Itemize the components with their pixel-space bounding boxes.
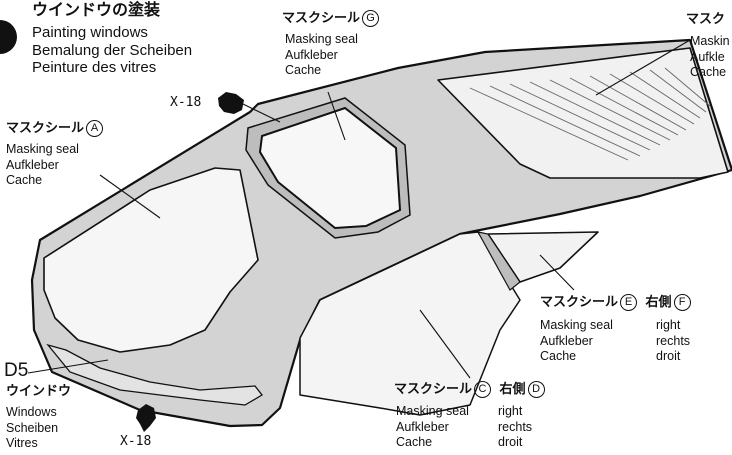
leader-a (99, 174, 161, 219)
circle-g-icon: G (362, 10, 380, 27)
paint-blob-top-icon (218, 92, 244, 114)
mask-e-lines: Masking seal Aufkleber Cache (540, 318, 613, 364)
leader-e (539, 254, 575, 291)
header-line-de: Bemalung der Scheiben (32, 41, 193, 59)
header-line-fr: Peinture des vitres (32, 59, 157, 77)
circle-a-icon: A (86, 120, 104, 137)
part-lines: Windows Scheiben Vitres (6, 405, 59, 451)
defroster-lines (469, 67, 711, 161)
mask-b-lines: Maskin Aufkle Cache (690, 34, 730, 80)
leader-d5 (27, 359, 109, 374)
mask-c-side-lines: right rechts droit (498, 404, 533, 450)
side-panel (299, 231, 521, 416)
windshield-window (43, 167, 259, 353)
step-bullet-icon (0, 20, 17, 54)
circle-e-icon: E (620, 294, 638, 311)
circle-f-icon: F (673, 294, 691, 311)
part-code: D5 (4, 360, 29, 381)
paint-blob-bottom-icon (136, 404, 156, 432)
leader-g (327, 91, 346, 141)
circle-c-icon: C (474, 381, 492, 398)
rear-window (437, 47, 729, 179)
leader-b (595, 39, 691, 96)
side-window-pillar (476, 231, 521, 291)
mask-g-lines: Masking seal Aufkleber Cache (285, 32, 358, 78)
windshield-ledge (46, 343, 263, 406)
header-lines: Painting windows Bemalung der Scheiben P… (32, 24, 192, 77)
sunroof-window (258, 106, 402, 230)
header-line-en: Painting windows (32, 24, 148, 41)
leader-c (419, 309, 471, 379)
mask-c-lines: Masking seal Aufkleber Cache (396, 404, 469, 450)
paint-code-top: X-18 (170, 95, 202, 110)
header-title-jp: ウインドウの塗装 (32, 0, 161, 19)
part-label-jp: ウインドウ (6, 384, 72, 399)
circle-d-icon: D (527, 381, 545, 398)
mask-e-side-lines: right rechts droit (656, 318, 691, 364)
paint-code-bottom: X-18 (120, 434, 152, 449)
leader-x18-top (242, 103, 281, 123)
mask-b-label: マスク (686, 12, 726, 27)
mask-a-lines: Masking seal Aufkleber Cache (6, 142, 79, 188)
